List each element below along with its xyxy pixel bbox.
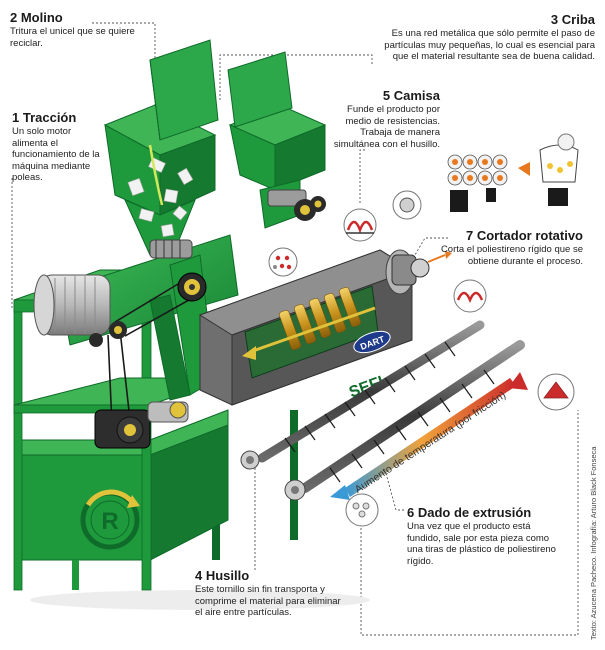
- label-husillo: 4 Husillo Este tornillo sin fin transpor…: [195, 568, 345, 619]
- camisa-title: 5 Camisa: [382, 88, 440, 103]
- detail-resistor: [343, 208, 377, 242]
- label-molino: 2 Molino Tritura el unicel que se quiere…: [10, 10, 150, 49]
- screw-lower: [284, 340, 525, 501]
- motor: [33, 274, 111, 336]
- logo-letter: R: [101, 508, 118, 535]
- hopper-criba: [227, 51, 327, 229]
- label-camisa: 5 Camisa Funde el producto por medio de …: [330, 88, 440, 150]
- detail-cutter: [392, 190, 422, 220]
- dado-title: 6 Dado de extrusión: [407, 505, 532, 520]
- label-traccion: 1 Tracción Un solo motor alimenta el fun…: [12, 110, 107, 184]
- detail-grinder: [268, 247, 298, 277]
- camisa-desc: Funde el producto por medio de resistenc…: [333, 104, 440, 150]
- label-cortador: 7 Cortador rotativo Corta el poliestiren…: [438, 228, 583, 267]
- credit-text: Texto: Azucena Pacheco. Infografía: Artu…: [589, 446, 598, 640]
- husillo-desc: Este tornillo sin fin transporta y compr…: [195, 584, 341, 618]
- criba-title: 3 Criba: [550, 12, 595, 27]
- temperature-arrow: [330, 372, 528, 500]
- dado-desc: Una vez que el producto está fundido, sa…: [407, 521, 556, 567]
- screw: [240, 320, 485, 470]
- hopper-molino: [103, 39, 219, 259]
- cortador-desc: Corta el poliestireno rígido que se obti…: [440, 244, 583, 267]
- molino-desc: Tritura el unicel que se quiere reciclar…: [10, 26, 135, 49]
- brand-badge: [353, 330, 391, 354]
- detail-output: [345, 493, 379, 527]
- pulleys: [89, 272, 207, 347]
- barrel: [198, 249, 415, 406]
- recycle-logo: [80, 489, 140, 550]
- gearbox: [94, 401, 189, 449]
- leader-lines: [11, 22, 579, 636]
- sieve-process-icons: [447, 133, 579, 212]
- traccion-title: 1 Tracción: [12, 110, 77, 125]
- detail-die: [537, 373, 575, 411]
- detail-coil-small: [453, 279, 487, 313]
- label-dado: 6 Dado de extrusión Una vez que el produ…: [407, 505, 557, 567]
- traccion-desc: Un solo motor alimenta el funcionamiento…: [12, 126, 100, 183]
- label-criba: 3 Criba Es una red metálica que sólo per…: [370, 12, 595, 63]
- criba-desc: Es una red metálica que sólo permite el …: [384, 28, 595, 62]
- husillo-title: 4 Husillo: [195, 568, 250, 583]
- molino-title: 2 Molino: [10, 10, 63, 25]
- floor-shadow: [30, 590, 370, 610]
- rotary-cutter: [391, 251, 452, 286]
- cortador-title: 7 Cortador rotativo: [465, 228, 583, 243]
